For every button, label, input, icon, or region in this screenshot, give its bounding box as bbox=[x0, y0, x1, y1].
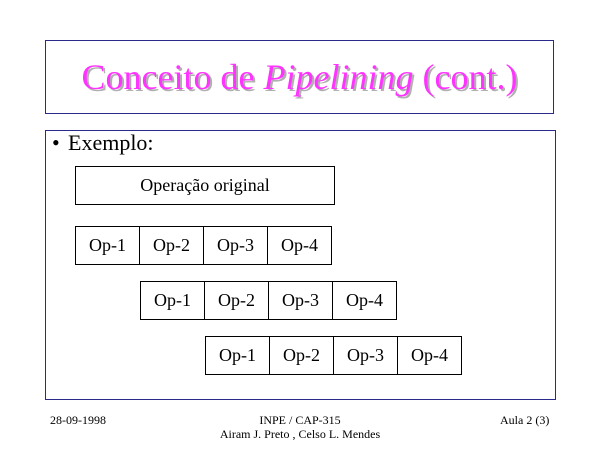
original-operation-label: Operação original bbox=[140, 175, 270, 195]
footer-center: INPE / CAP-315 Airam J. Preto , Celso L.… bbox=[200, 413, 400, 441]
pipeline-stage-cell: Op-4 bbox=[332, 281, 397, 320]
pipeline-stage-cell: Op-3 bbox=[203, 226, 268, 265]
title-suffix: (cont.) bbox=[413, 57, 518, 97]
pipeline-stage-cell: Op-2 bbox=[269, 336, 334, 375]
pipeline-stage-cell: Op-4 bbox=[397, 336, 462, 375]
pipeline-stage-cell: Op-1 bbox=[205, 336, 270, 375]
title-emphasis: Pipelining bbox=[263, 57, 414, 97]
footer-course: INPE / CAP-315 bbox=[259, 413, 341, 427]
bullet-item: • Exemplo: bbox=[52, 130, 154, 156]
pipeline-stage-cell: Op-4 bbox=[267, 226, 332, 265]
title-prefix: Conceito de bbox=[81, 57, 264, 97]
footer-date: 28-09-1998 bbox=[50, 413, 106, 427]
content-box bbox=[45, 130, 556, 400]
title-box: Conceito de Pipelining (cont.) bbox=[45, 40, 554, 114]
footer-authors: Airam J. Preto , Celso L. Mendes bbox=[219, 427, 381, 441]
pipeline-stage-cell: Op-1 bbox=[75, 226, 140, 265]
original-operation-box: Operação original bbox=[75, 166, 335, 205]
footer-page: Aula 2 (3) bbox=[500, 413, 550, 427]
pipeline-stage-cell: Op-3 bbox=[268, 281, 333, 320]
bullet-symbol: • bbox=[52, 130, 60, 155]
pipeline-row-1: Op-1 Op-2 Op-3 Op-4 bbox=[75, 226, 332, 265]
pipeline-stage-cell: Op-2 bbox=[204, 281, 269, 320]
pipeline-stage-cell: Op-2 bbox=[139, 226, 204, 265]
pipeline-row-2: Op-1 Op-2 Op-3 Op-4 bbox=[140, 281, 397, 320]
slide-title: Conceito de Pipelining (cont.) bbox=[82, 56, 518, 98]
pipeline-stage-cell: Op-3 bbox=[333, 336, 398, 375]
pipeline-stage-cell: Op-1 bbox=[140, 281, 205, 320]
pipeline-row-3: Op-1 Op-2 Op-3 Op-4 bbox=[205, 336, 462, 375]
bullet-text: Exemplo: bbox=[68, 130, 154, 155]
